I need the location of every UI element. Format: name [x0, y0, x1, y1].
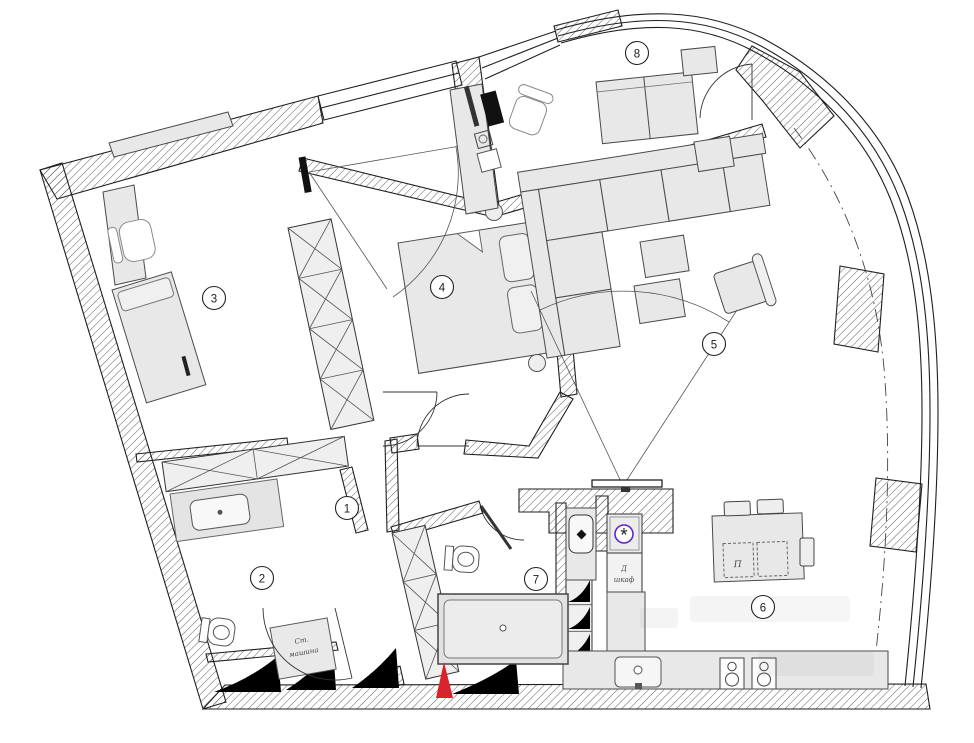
monitor	[463, 85, 480, 127]
toilet	[443, 545, 480, 574]
table-mark: П	[733, 560, 742, 570]
room-number: 6	[760, 603, 766, 615]
corner-sofa	[517, 132, 771, 359]
entry-arrow	[436, 662, 453, 698]
room-number: 3	[211, 294, 217, 306]
room-badge-8: 8	[624, 40, 650, 66]
room-badge-3: 3	[201, 285, 227, 311]
wardrobe-closets	[161, 218, 593, 680]
room-number-badges: 1 2 3 4 5 6 7 8	[201, 40, 776, 620]
dining-chair	[723, 500, 751, 517]
duct-shaft-cells	[565, 577, 593, 659]
room-number: 7	[533, 575, 539, 587]
room-badge-5: 5	[701, 331, 727, 357]
radiator	[181, 355, 191, 377]
dining-chair	[756, 498, 784, 515]
dining-table: П	[711, 512, 805, 583]
vanity-counter	[169, 478, 285, 543]
bathroom7-fixtures	[437, 545, 569, 665]
coffee-table	[633, 278, 686, 325]
shelf	[108, 111, 234, 158]
corridor-wardrobe	[287, 218, 375, 431]
washing-machine-label-1: Ст.	[294, 636, 309, 646]
room-badge-7: 7	[523, 566, 549, 592]
sink-drain	[633, 665, 643, 675]
lower-cabinet	[606, 591, 646, 652]
room8-furniture	[449, 45, 719, 215]
printer-detail	[478, 134, 488, 144]
bedside-lamp	[528, 354, 546, 372]
fridge: *	[606, 513, 643, 554]
dining-chair	[799, 537, 815, 567]
room-badge-1: 1	[334, 495, 360, 521]
bathtub-drain	[499, 624, 507, 632]
stove	[719, 657, 777, 690]
room-badge-6: 6	[750, 594, 776, 620]
oven-cabinet: Д шкаф	[606, 552, 643, 593]
tv-living	[591, 479, 663, 488]
room-badge-2: 2	[249, 565, 275, 591]
drawer-unit	[476, 148, 502, 173]
ceiling-dash-line	[793, 127, 889, 669]
room-badge-4: 4	[429, 274, 455, 300]
tv-mount	[621, 487, 630, 492]
office-chair	[508, 84, 554, 136]
doors	[262, 63, 753, 681]
room-number: 8	[634, 49, 640, 61]
room-number: 4	[439, 283, 446, 295]
room5-furniture	[517, 132, 777, 492]
door-leaf	[479, 505, 513, 550]
cabinet-label-2: шкаф	[614, 576, 635, 584]
fridge-asterisk-icon	[614, 524, 634, 544]
side-table	[693, 135, 735, 173]
kitchen-dining: * Д шкаф П	[562, 498, 889, 690]
keyboard	[480, 90, 505, 127]
bathroom2-fixtures: Ст. машина	[169, 478, 337, 680]
room-number: 5	[711, 340, 717, 352]
room-number: 1	[344, 504, 350, 516]
fridge-mark: *	[620, 526, 628, 547]
outer-walls	[39, 9, 931, 710]
toilet	[198, 617, 236, 647]
washing-machine: Ст. машина	[269, 617, 337, 680]
pouf	[639, 234, 690, 279]
printer	[473, 129, 494, 150]
room-number: 2	[259, 574, 265, 586]
sink-tap	[635, 683, 642, 689]
room3-furniture	[102, 111, 234, 404]
single-bed	[111, 271, 207, 404]
bed	[595, 71, 699, 145]
nightstand	[680, 45, 719, 77]
desk-chair	[107, 218, 156, 264]
armchair	[713, 253, 777, 314]
cabinet-label-1: Д	[620, 565, 627, 573]
tv-bedroom	[298, 156, 312, 194]
tall-cabinet	[565, 507, 597, 581]
bathroom2-closet	[161, 435, 349, 493]
